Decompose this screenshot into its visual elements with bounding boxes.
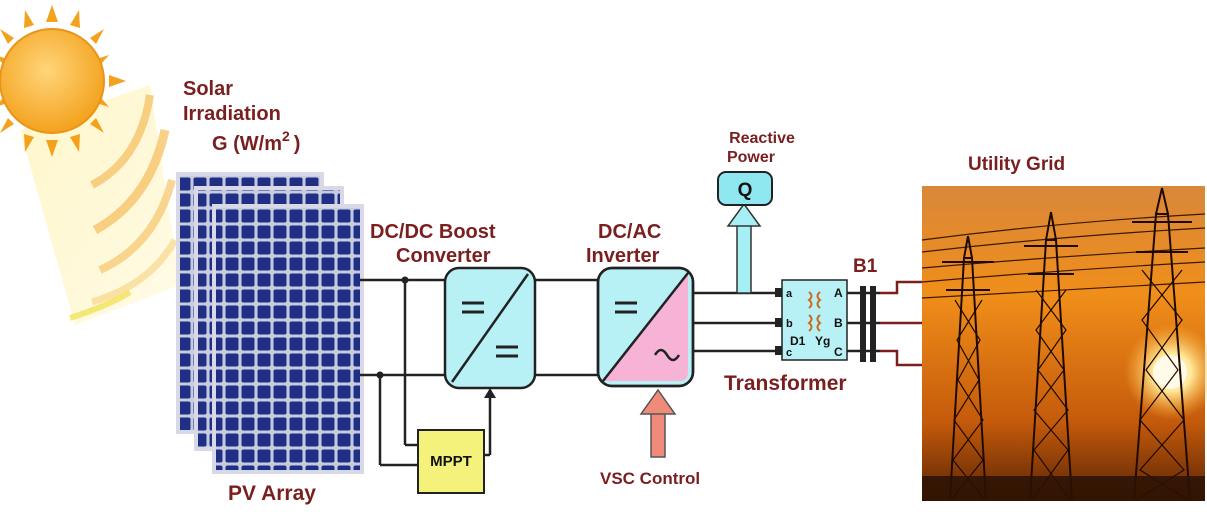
utility-grid-label: Utility Grid	[968, 154, 1065, 175]
phase-b-up: B	[834, 316, 843, 330]
reactive-power-arrow	[726, 202, 762, 294]
solar-label: Solar	[183, 78, 233, 100]
dcac-label: DC/AC	[598, 221, 661, 243]
terminal	[775, 318, 784, 327]
inverter-label: Inverter	[586, 245, 660, 267]
boost-converter-block	[443, 266, 537, 390]
terminal	[775, 346, 784, 355]
terminal	[775, 288, 784, 297]
transformer-label: Transformer	[724, 372, 847, 395]
phase-c-low: c	[786, 347, 792, 359]
vsc-control-label: VSC Control	[600, 469, 700, 488]
irradiance-unit-label: G (W/m2)	[212, 128, 300, 155]
ac-wires	[693, 291, 780, 353]
mppt-label: MPPT	[430, 453, 472, 470]
b1-label: B1	[853, 256, 878, 277]
vsc-control-arrow	[639, 388, 677, 458]
phase-b-low: b	[786, 318, 793, 330]
solar-panel-icon	[176, 172, 364, 474]
ac-symbol	[653, 348, 681, 362]
phase-c-up: C	[834, 345, 843, 359]
winding-primary: D1	[790, 334, 806, 348]
junction-dot	[401, 276, 409, 284]
reactive-power-meter: Q	[717, 171, 773, 206]
sun-icon	[0, 5, 180, 325]
mppt-control-arrow	[484, 388, 496, 398]
winding-secondary: Yg	[815, 334, 830, 348]
inverter-block	[596, 266, 695, 388]
grid-wires	[847, 280, 925, 367]
reactive-label: Reactive	[729, 130, 795, 147]
phase-a-up: A	[834, 286, 843, 300]
pv-array-label: PV Array	[228, 482, 316, 505]
power-label: Power	[727, 149, 775, 166]
converter-label: Converter	[396, 245, 491, 267]
transmission-tower-icon	[921, 186, 1207, 501]
junction-dot	[376, 371, 384, 379]
mppt-block: MPPT	[417, 429, 485, 494]
transformer-block: a b c A B C D1 Yg	[781, 279, 848, 361]
dcdc-label: DC/DC Boost	[370, 221, 496, 243]
irradiation-label: Irradiation	[183, 103, 281, 125]
phase-a-low: a	[786, 288, 793, 300]
q-label: Q	[738, 180, 753, 201]
